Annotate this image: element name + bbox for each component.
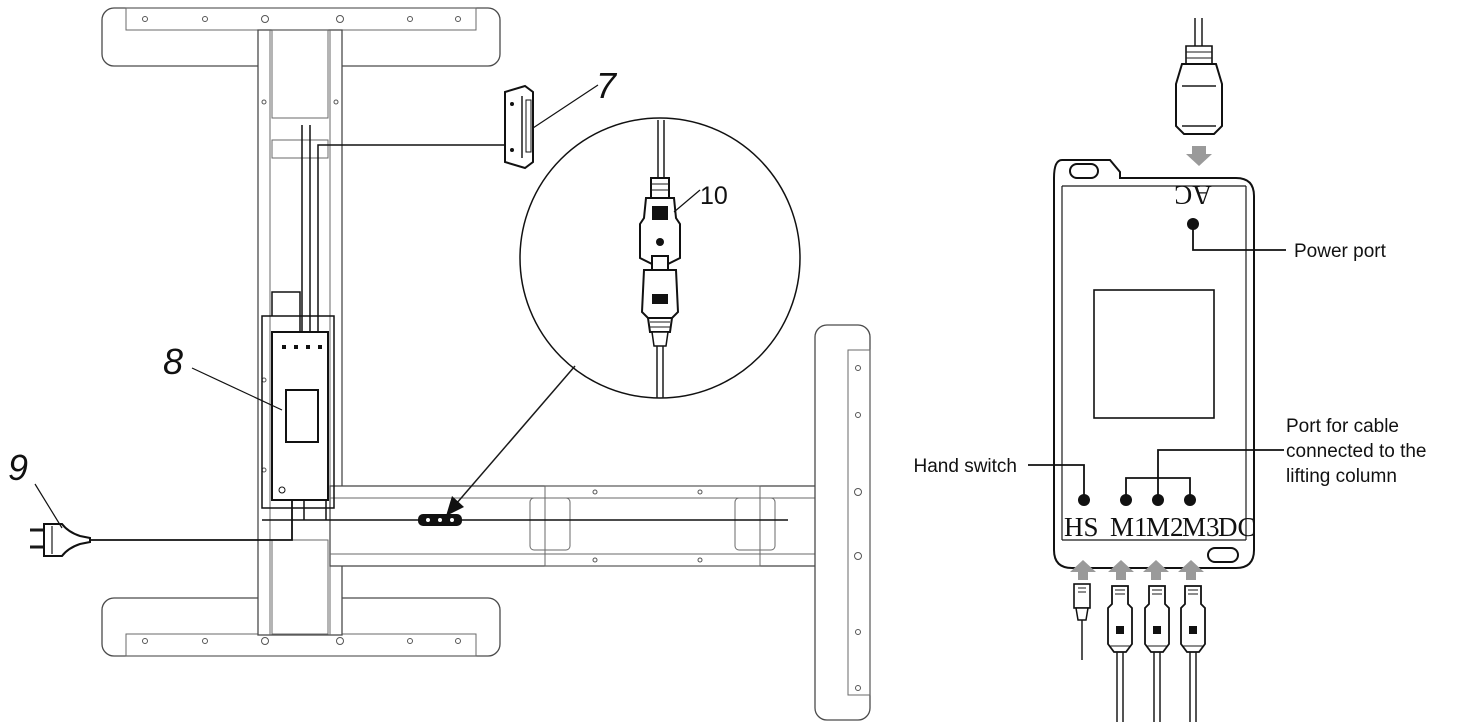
- m2-port-label: M2: [1146, 512, 1184, 542]
- up-arrows: [1070, 560, 1204, 580]
- control-box-small: [261, 315, 335, 509]
- hs-connector: [1073, 583, 1091, 660]
- label-panel: [1093, 289, 1215, 419]
- desk-frame: [101, 7, 871, 721]
- down-arrow: [1186, 146, 1212, 166]
- callout-10: 10: [700, 182, 728, 210]
- lifting-port-label-line1: Port for cable: [1286, 416, 1399, 437]
- callout-7: 7: [596, 65, 618, 106]
- lifting-port-label-line2: connected to the: [1286, 441, 1427, 462]
- lifting-port-label-line3: lifting column: [1286, 466, 1397, 487]
- m1-port-label: M1: [1110, 512, 1148, 542]
- hand-switch-device: [504, 84, 534, 170]
- power-port-label: Power port: [1294, 241, 1387, 262]
- callout-8: 8: [163, 341, 183, 382]
- callout-leaders: [34, 84, 701, 529]
- inline-connector: [418, 514, 462, 526]
- dc-port-label: DC: [1218, 512, 1256, 542]
- bolts: [142, 15, 862, 691]
- hs-port-label: HS: [1064, 512, 1099, 542]
- callout-9: 9: [8, 447, 28, 488]
- power-plug: [30, 523, 91, 557]
- cables: [90, 125, 788, 541]
- hand-switch-label: Hand switch: [914, 456, 1018, 477]
- zoom-detail: [446, 117, 801, 516]
- m-connectors: [1107, 585, 1206, 722]
- m3-port-label: M3: [1182, 512, 1220, 542]
- ac-plug: [1175, 18, 1223, 135]
- ac-port-label: AC: [1174, 180, 1212, 210]
- right-foot: [814, 324, 871, 721]
- control-box-detail: AC Power port HS M1 M2 M3 DC Hand switch…: [914, 18, 1427, 722]
